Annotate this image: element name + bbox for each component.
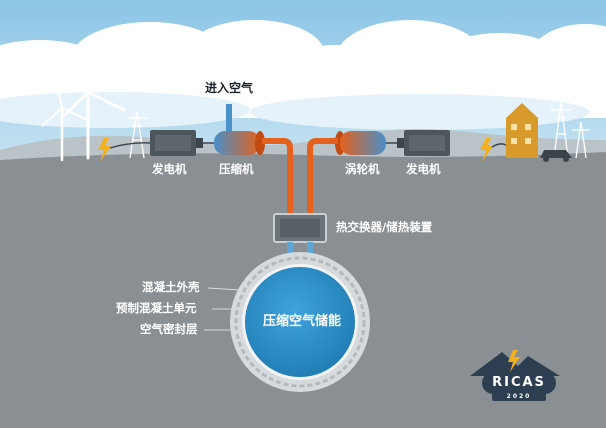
concrete-shell-label: 混凝土外壳 [142, 280, 200, 294]
compressed-air-storage [245, 267, 355, 377]
power-pylon-icon [127, 101, 590, 159]
compressor-label: 压缩机 [219, 162, 254, 176]
lightning-icon [98, 138, 111, 162]
air-intake-label: 进入空气 [205, 81, 254, 95]
generator-left-icon [150, 130, 203, 156]
leader-lines [204, 287, 244, 331]
precast-unit-ring [234, 256, 366, 388]
heat-exchanger-icon [273, 213, 327, 243]
logo-year: 2020 [506, 393, 532, 400]
wind-turbine-icon [41, 46, 126, 162]
generator-right-icon [397, 130, 450, 156]
car-icon [540, 150, 572, 162]
ricas-logo [470, 350, 560, 401]
air-seal-label: 空气密封层 [140, 322, 198, 336]
heat-exchanger-label: 热交换器/储热装置 [336, 220, 433, 234]
house-icon [506, 103, 538, 158]
pipe-hot-left [262, 138, 293, 238]
lightning-icon [480, 138, 493, 162]
generator-right-label: 发电机 [406, 162, 441, 176]
compressor-icon [214, 131, 265, 155]
precast-unit-label: 预制混凝土单元 [116, 301, 197, 315]
storage-label: 压缩空气储能 [263, 314, 342, 329]
logo-name: RICAS [492, 375, 546, 390]
pipe-hot-right [307, 138, 338, 238]
air-intake-pipe [226, 104, 232, 132]
turbine-icon [335, 131, 386, 155]
turbine-label: 涡轮机 [345, 162, 380, 176]
generator-left-label: 发电机 [152, 162, 187, 176]
